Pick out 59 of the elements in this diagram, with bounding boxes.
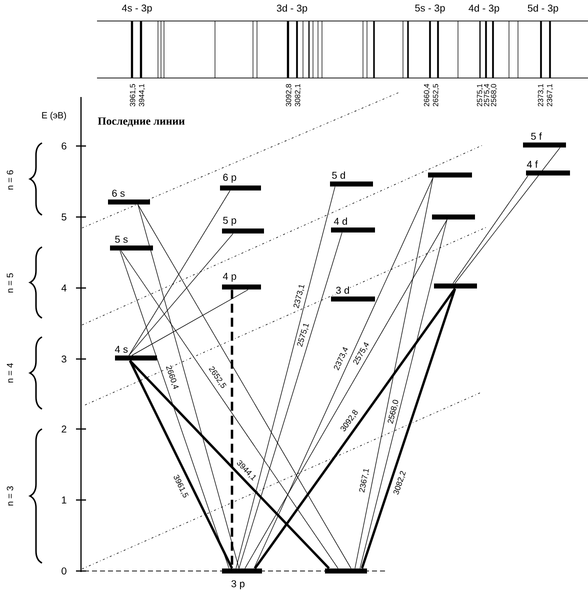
- level-label: 4 f: [526, 160, 538, 168]
- series-label: 4d - 3p: [468, 4, 500, 14]
- transition-line: [132, 289, 248, 356]
- tick-label: 6: [62, 142, 66, 150]
- heading: Последние линии: [98, 117, 185, 127]
- transition-line: [128, 233, 234, 356]
- tick-label: 4: [61, 284, 66, 292]
- level-label: 4 s: [114, 345, 129, 354]
- edge-label: 2367,1: [358, 467, 371, 494]
- transition-line: [360, 219, 448, 569]
- edge-label: 2373,1: [292, 282, 306, 310]
- axis-title: E (эВ): [42, 112, 66, 120]
- level-label: 3 p: [230, 580, 246, 590]
- shell-label: n = 3: [6, 486, 14, 506]
- energy-level-bar: [428, 172, 472, 178]
- transition-line: [360, 288, 456, 569]
- transition-line: [120, 250, 230, 569]
- tick-label: 0: [62, 567, 66, 575]
- transition-line: [238, 232, 342, 569]
- energy-level-bar: [434, 284, 477, 288]
- level-label: 5 s: [114, 235, 129, 244]
- level-label: 6 s: [111, 189, 126, 198]
- series-label: 5d - 3p: [528, 4, 558, 14]
- transition-line: [138, 204, 240, 569]
- shell-label: n = 5: [6, 273, 14, 293]
- shell-label: n = 6: [6, 170, 14, 190]
- tick-label: 5: [62, 214, 66, 220]
- transition-line: [454, 147, 560, 284]
- shell-label: n = 4: [6, 363, 14, 383]
- level-label: 6 p: [222, 173, 238, 184]
- level-label: 4 p: [222, 272, 238, 282]
- tick-label: 3: [62, 355, 66, 363]
- transition-line: [129, 360, 330, 570]
- transition-line: [138, 204, 352, 569]
- transition-line: [128, 360, 234, 569]
- level-label: 5 p: [222, 216, 238, 226]
- edge-label: 2575,1: [296, 321, 311, 348]
- transition-line: [120, 250, 338, 569]
- transition-line: [354, 177, 434, 569]
- level-label: 5 d: [331, 170, 346, 180]
- edge-label: 2568,0: [386, 398, 400, 426]
- transition-line: [452, 175, 528, 284]
- transition-line: [128, 190, 230, 356]
- series-label: 5s - 3p: [415, 4, 445, 14]
- energy-level-bar: [325, 568, 367, 574]
- series-label: 4s - 3p: [122, 4, 152, 14]
- energy-level-bar: [432, 214, 475, 220]
- tick-label: 1: [62, 496, 66, 504]
- transition-line: [254, 177, 434, 569]
- tick-label: 2: [62, 426, 66, 432]
- edge-label: 3082,2: [392, 469, 408, 496]
- level-label: 5 f: [530, 132, 542, 140]
- series-label: 3d - 3p: [276, 4, 308, 14]
- transition-line: [254, 288, 456, 569]
- transition-line: [244, 219, 448, 569]
- level-label: 3 d: [335, 286, 350, 294]
- edge-label: 2660,4: [164, 364, 180, 391]
- transition-line: [236, 186, 336, 569]
- level-label: 4 d: [333, 216, 348, 226]
